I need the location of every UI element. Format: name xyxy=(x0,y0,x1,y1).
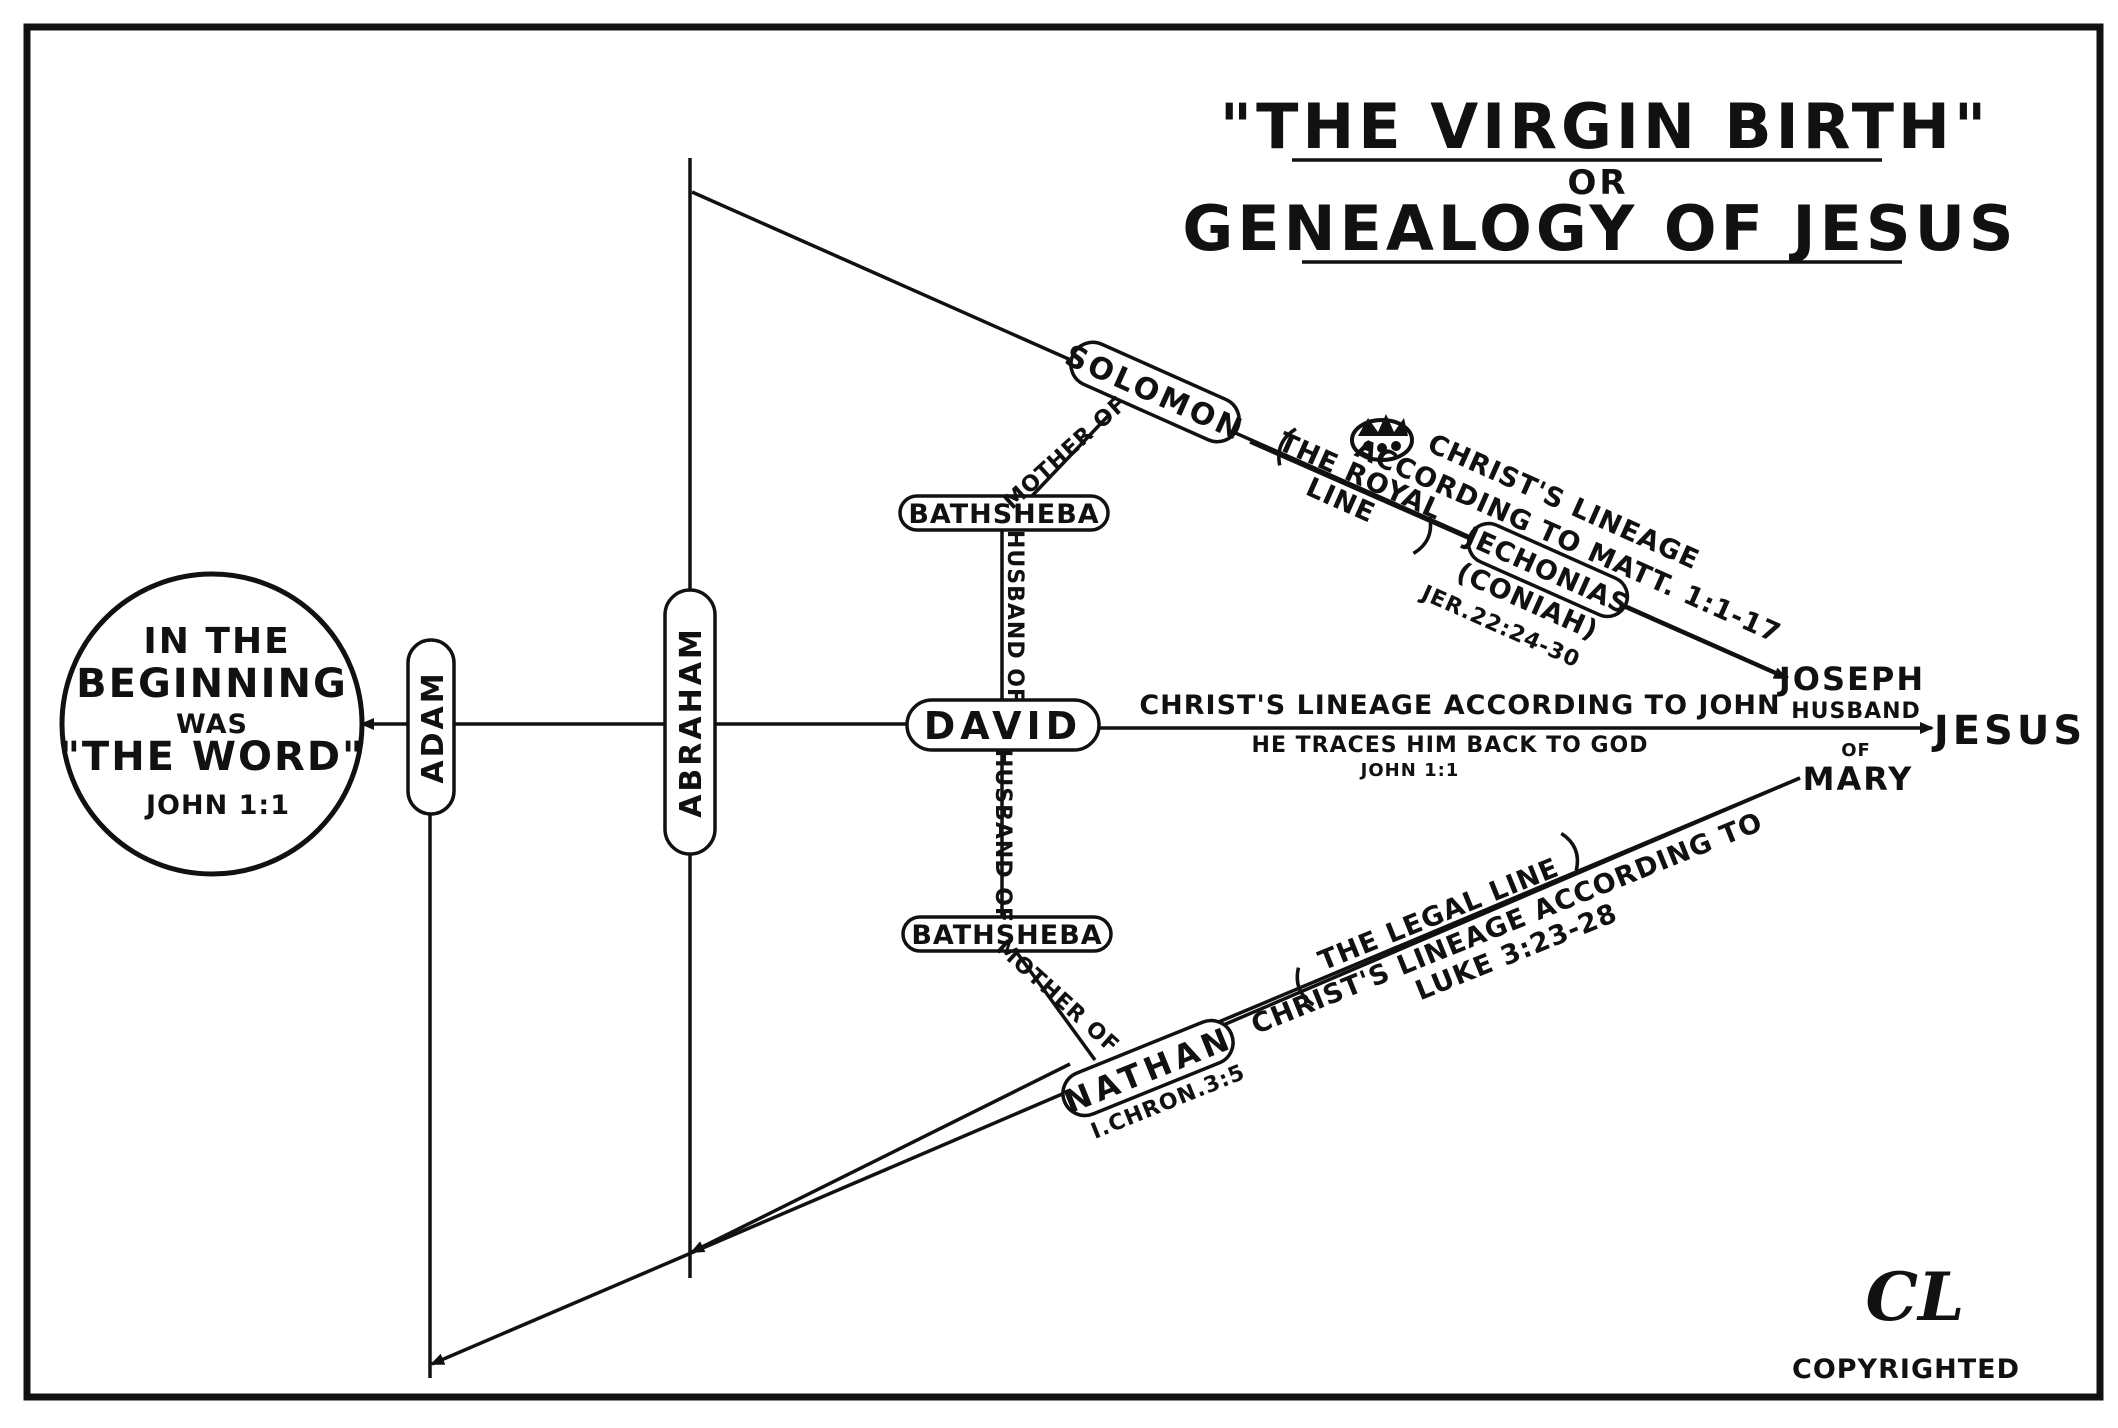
bathsheba-to-solomon-line xyxy=(1028,414,1110,500)
david-node: DAVID xyxy=(905,698,1101,752)
in-the-beginning-circle: IN THE BEGINNING WAS "THE WORD" JOHN 1:1 xyxy=(59,571,365,877)
crown-icon xyxy=(1350,414,1414,462)
circle-line-1: IN THE xyxy=(143,621,290,662)
bathsheba-top-label: BATHSHEBA xyxy=(908,499,1099,530)
legal-line-bracket-right xyxy=(1560,831,1580,871)
outer-frame xyxy=(23,23,2104,1401)
bathsheba-top-node: BATHSHEBA xyxy=(898,494,1110,532)
legal-line-bracket-left xyxy=(1295,967,1315,1007)
title-or: OR xyxy=(1567,163,1628,203)
john-lineage-text-3: JOHN 1:1 xyxy=(1359,760,1460,781)
david-label: DAVID xyxy=(924,704,1082,748)
husband-of-bottom-label: HUSBAND OF xyxy=(990,749,1015,923)
circle-line-2: BEGINNING xyxy=(76,661,348,707)
bathsheba-bottom-label: BATHSHEBA xyxy=(911,920,1102,951)
abraham-node: ABRAHAM xyxy=(663,588,717,856)
of-label: OF xyxy=(1841,740,1871,761)
joseph-label: JOSEPH xyxy=(1777,660,1925,698)
adam-label: ADAM xyxy=(416,670,451,783)
circle-line-4: "THE WORD" xyxy=(59,734,365,780)
royal-line-bracket-left xyxy=(1277,427,1297,466)
husband-of-top-label: HUSBAND OF xyxy=(1002,530,1027,704)
john-lineage-text-2: HE TRACES HIM BACK TO GOD xyxy=(1252,733,1649,758)
mary-label: MARY xyxy=(1803,760,1914,798)
copyright-label: COPYRIGHTED xyxy=(1792,1354,2020,1385)
title-line-1: "THE VIRGIN BIRTH" xyxy=(1220,90,1990,163)
circle-line-5: JOHN 1:1 xyxy=(144,790,290,821)
john-lineage-text-1: CHRIST'S LINEAGE ACCORDING TO JOHN xyxy=(1139,690,1780,721)
jesus-label: JESUS xyxy=(1931,708,2086,754)
bathsheba-bottom-node: BATHSHEBA xyxy=(901,915,1113,953)
legal-line-text-2: CHRIST'S LINEAGE ACCORDING TO xyxy=(1247,807,1767,1041)
husband-label: HUSBAND xyxy=(1791,699,1921,724)
royal-line-bracket-right xyxy=(1412,516,1433,555)
title-block: "THE VIRGIN BIRTH" OR GENEALOGY OF JESUS xyxy=(1182,90,2017,265)
adam-node: ADAM xyxy=(406,638,456,816)
nathan-line-to-abraham xyxy=(690,1062,1071,1254)
legal-line-label: THE LEGAL LINE CHRIST'S LINEAGE ACCORDIN… xyxy=(1247,807,1767,1041)
mother-of-bottom-label: MOTHER OF xyxy=(991,936,1124,1059)
title-line-2: GENEALOGY OF JESUS xyxy=(1182,192,2017,265)
monogram-logo: CL xyxy=(1866,1258,1965,1336)
bathsheba-to-nathan-line xyxy=(1013,948,1097,1062)
abraham-label: ABRAHAM xyxy=(674,626,709,818)
circle-line-3: WAS xyxy=(176,709,248,740)
